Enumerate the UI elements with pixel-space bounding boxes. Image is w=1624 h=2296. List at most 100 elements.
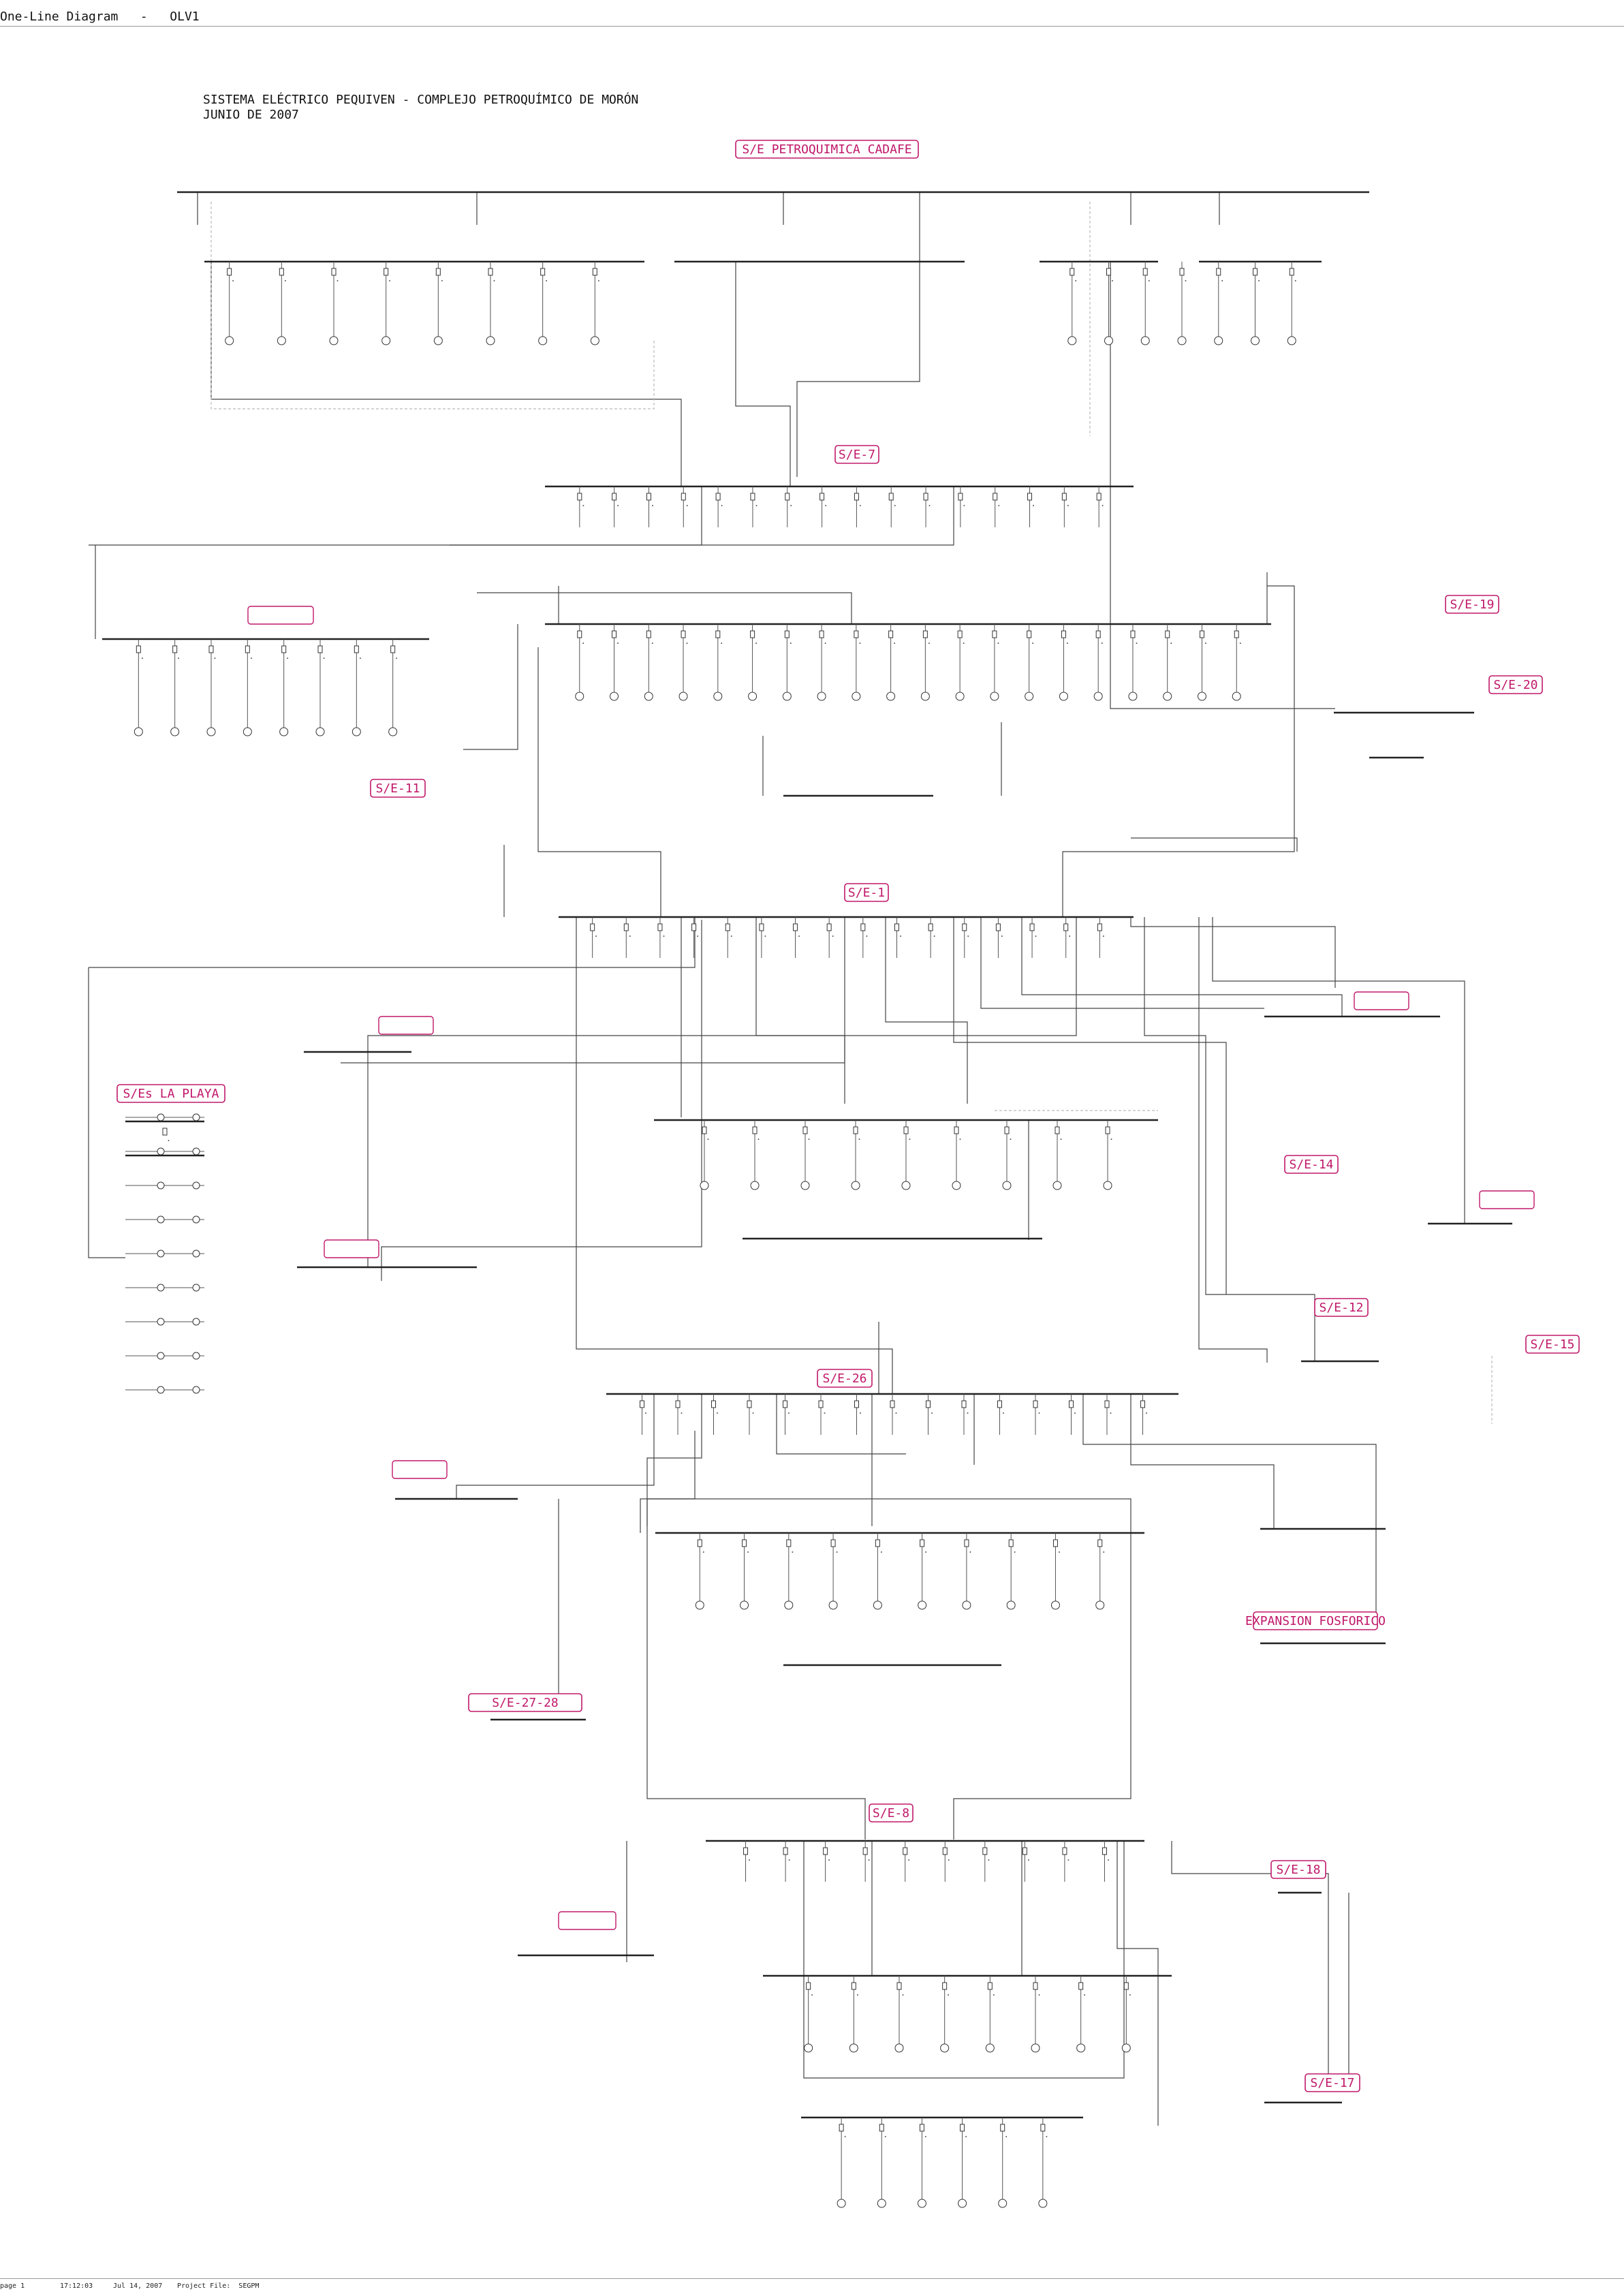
breaker-icon: [851, 1982, 856, 1990]
feeder-annotation: ·: [617, 504, 619, 508]
feeder: ·: [577, 486, 584, 527]
feeder: ·: [747, 1394, 755, 1435]
feeder-annotation: ·: [1101, 642, 1103, 646]
header-separator: -: [140, 10, 148, 24]
substation-label-box: [817, 1369, 873, 1388]
feeder: ·: [640, 1394, 647, 1435]
breaker-icon: [1165, 630, 1170, 638]
feeder: ·: [315, 639, 326, 736]
breaker-icon: [1179, 268, 1185, 276]
substation-label-box: [735, 140, 919, 159]
feeder-annotation: ·: [895, 1412, 897, 1416]
feeder-annotation: ·: [859, 642, 861, 646]
breaker-icon: [919, 2124, 924, 2132]
load-icon: [486, 336, 495, 345]
feeder-annotation: ·: [717, 1412, 719, 1416]
feeder-annotation: ·: [963, 504, 965, 508]
feeder-annotation: ·: [933, 935, 935, 939]
substation-labels: S/E PETROQUIMICA CADAFES/E-7S/E-19S/E-20…: [116, 140, 1580, 2092]
load-icon: [315, 727, 325, 736]
breaker-icon: [1052, 1539, 1058, 1547]
substation-label: S/E-8: [869, 1803, 914, 1822]
connection-line: [1130, 917, 1336, 988]
feeder: ·: [1251, 262, 1260, 345]
feeder: ·: [623, 917, 631, 958]
breaker-icon: [612, 493, 617, 501]
feeder-annotation: ·: [663, 935, 665, 939]
feeder-annotation: ·: [824, 642, 826, 646]
feeder: ·: [748, 624, 758, 701]
empty-label-box: [392, 1460, 448, 1479]
breaker-icon: [802, 1126, 808, 1134]
substation-label: S/E-18: [1270, 1860, 1326, 1879]
feeder-annotation: ·: [1010, 1138, 1012, 1142]
feeder-annotation: ·: [931, 1412, 933, 1416]
feeder: ·: [997, 1394, 1005, 1435]
breaker-icon: [227, 268, 232, 276]
footer-date: Jul 14, 2007: [113, 2282, 163, 2290]
feeder-annotation: ·: [595, 935, 597, 939]
feeder: ·: [725, 917, 733, 958]
breaker-icon: [862, 1847, 868, 1855]
load-icon: [1002, 1181, 1012, 1190]
feeder: ·: [1067, 262, 1077, 345]
breaker-icon: [640, 1400, 644, 1408]
load-icon: [901, 1181, 911, 1190]
breaker-icon: [958, 493, 963, 501]
substation-label-text: S/E-26: [822, 1371, 866, 1386]
connection-line: [646, 1499, 866, 1840]
feeder: ·: [860, 917, 868, 958]
feeder-annotation: ·: [749, 1859, 751, 1863]
substation-label-text: S/E-15: [1530, 1337, 1574, 1352]
load-icon: [782, 692, 792, 701]
connection-line: [646, 1394, 702, 1526]
feeder: ·: [1103, 1120, 1113, 1190]
feeder: ·: [1027, 486, 1035, 527]
load-icon: [678, 692, 688, 701]
feeder: ·: [1232, 624, 1242, 701]
load-icon: [192, 1181, 200, 1190]
load-icon: [1232, 692, 1241, 701]
feeder: ·: [852, 624, 861, 701]
breaker-icon: [860, 923, 866, 931]
feeder: ·: [1029, 917, 1037, 958]
feeder-annotation: ·: [1005, 2135, 1008, 2139]
feeder-annotation: ·: [617, 642, 619, 646]
load-icon: [1197, 692, 1206, 701]
feeder: ·: [538, 262, 548, 345]
feeder: ·: [823, 1841, 830, 1882]
feeder: ·: [134, 639, 144, 736]
empty-label-box: [558, 1911, 616, 1930]
feeder-annotation: ·: [1046, 2135, 1048, 2139]
feeder-annotation: ·: [792, 1551, 794, 1555]
feeder-annotation: ·: [702, 1551, 704, 1555]
feeder: ·: [1052, 1120, 1063, 1190]
feeder-annotation: ·: [1027, 1859, 1029, 1863]
substation-label-box: [1314, 1298, 1369, 1317]
connection-line: [576, 917, 893, 1394]
feeder: ·: [928, 917, 936, 958]
connection-line: [89, 917, 696, 968]
load-icon: [804, 2043, 813, 2053]
load-icon: [955, 692, 965, 701]
feeder: ·: [329, 262, 339, 345]
breaker-icon: [785, 493, 790, 501]
playa-feeder: [125, 1215, 204, 1224]
feeder: ·: [681, 486, 689, 527]
feeder: ·: [961, 1394, 969, 1435]
breaker-icon: [1289, 268, 1294, 276]
breaker-icon: [725, 923, 730, 931]
breaker-icon: [1033, 1982, 1038, 1990]
connection-line: [1110, 262, 1335, 709]
breaker-icon: [750, 630, 755, 638]
feeder: ·: [862, 1841, 871, 1882]
feeder-annotation: ·: [389, 279, 391, 283]
feeder: ·: [243, 639, 253, 736]
feeder: ·: [590, 262, 600, 345]
load-icon: [886, 692, 896, 701]
feeder: ·: [817, 624, 827, 701]
feeder: ·: [903, 1841, 910, 1882]
breaker-icon: [742, 1539, 747, 1547]
feeder: ·: [1102, 1841, 1110, 1882]
load-icon: [958, 2199, 967, 2208]
